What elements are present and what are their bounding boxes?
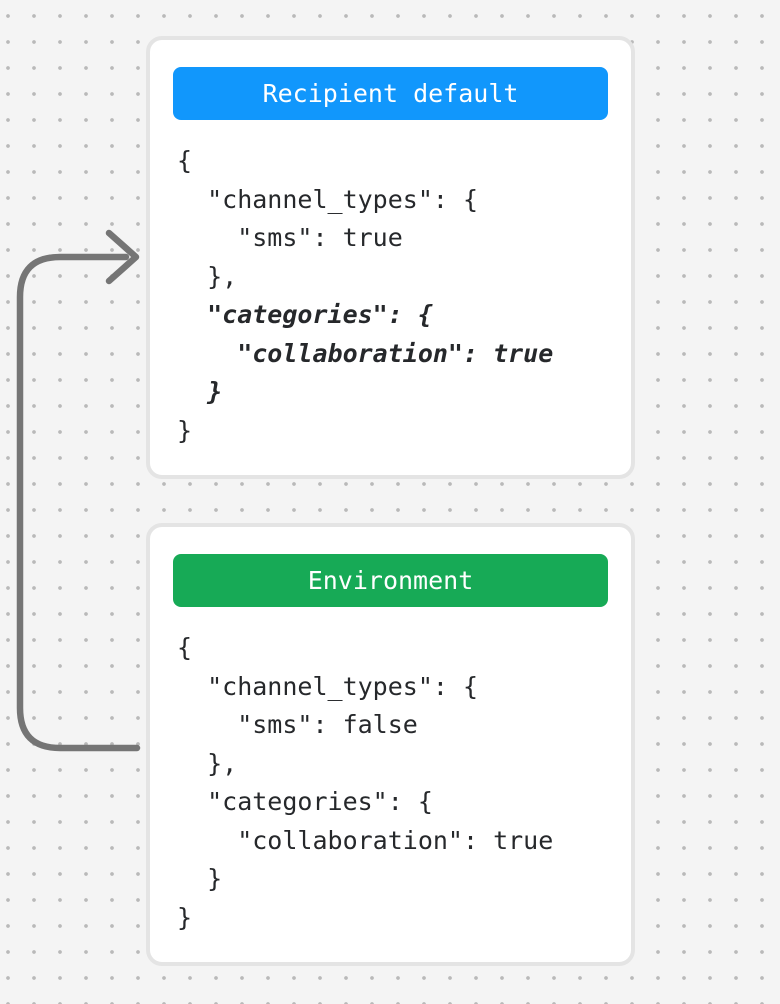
card-header-environment: Environment (173, 554, 608, 607)
card-header-recipient-default: Recipient default (173, 67, 608, 120)
code-line: { (177, 633, 193, 662)
code-line: "sms": false (177, 710, 418, 739)
card-recipient-default: Recipient default { "channel_types": { "… (146, 36, 635, 479)
code-line: }, (177, 261, 238, 291)
code-line: { (177, 146, 193, 175)
code-line: "categories": { (177, 300, 433, 329)
arrow-head-icon (105, 229, 140, 285)
code-line: "sms": true (177, 223, 403, 252)
code-line: }, (177, 748, 238, 778)
code-line: "collaboration": true (177, 825, 554, 855)
code-line: } (177, 377, 223, 406)
json-code-block-environment: { "channel_types": { "sms": false }, "ca… (177, 629, 608, 937)
code-line: } (177, 902, 193, 932)
card-environment: Environment { "channel_types": { "sms": … (146, 523, 635, 966)
code-line: "collaboration": true (177, 338, 554, 368)
json-code-block-recipient-default: { "channel_types": { "sms": true }, "cat… (177, 142, 608, 450)
code-line: "channel_types": { (177, 184, 479, 214)
code-line: } (177, 864, 223, 893)
code-line: "categories": { (177, 787, 433, 816)
arrow-line (16, 253, 141, 752)
code-line: } (177, 415, 193, 445)
code-line: "channel_types": { (177, 671, 479, 701)
